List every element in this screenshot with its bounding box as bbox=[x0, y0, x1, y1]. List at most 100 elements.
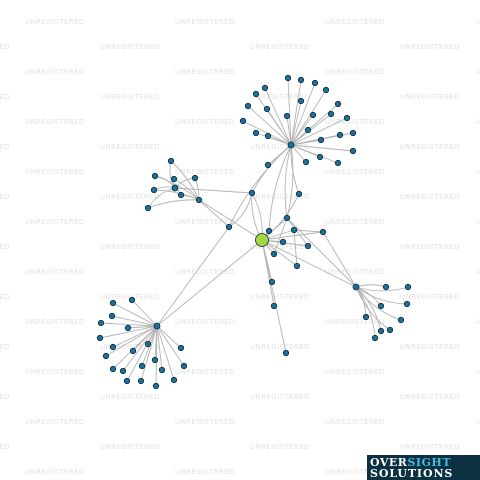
person-node[interactable] bbox=[334, 100, 342, 108]
watermark-text: UNREGISTERED bbox=[400, 293, 460, 301]
person-node[interactable] bbox=[377, 327, 385, 335]
entity-node[interactable] bbox=[304, 242, 312, 250]
person-node[interactable] bbox=[170, 376, 178, 384]
person-node[interactable] bbox=[252, 129, 260, 137]
person-node[interactable] bbox=[152, 382, 160, 390]
relationship-edge bbox=[156, 226, 230, 327]
watermark-text: UNREGISTERED bbox=[175, 168, 235, 176]
person-node[interactable] bbox=[151, 172, 159, 180]
watermark-text: UNREGISTERED bbox=[250, 193, 310, 201]
entity-node[interactable] bbox=[265, 227, 273, 235]
hub-node[interactable] bbox=[153, 322, 161, 330]
hub-node[interactable] bbox=[352, 283, 360, 291]
person-node[interactable] bbox=[284, 74, 292, 82]
person-node[interactable] bbox=[261, 84, 269, 92]
entity-node[interactable] bbox=[282, 349, 290, 357]
entity-node[interactable] bbox=[225, 223, 233, 231]
person-node[interactable] bbox=[327, 110, 335, 118]
entity-node[interactable] bbox=[283, 214, 291, 222]
entity-node[interactable] bbox=[293, 262, 301, 270]
person-node[interactable] bbox=[334, 159, 342, 167]
person-node[interactable] bbox=[349, 147, 357, 155]
person-node[interactable] bbox=[382, 283, 390, 291]
person-node[interactable] bbox=[177, 344, 185, 352]
person-node[interactable] bbox=[304, 126, 312, 134]
person-node[interactable] bbox=[377, 302, 385, 310]
person-node[interactable] bbox=[362, 313, 370, 321]
person-node[interactable] bbox=[302, 158, 310, 166]
person-node[interactable] bbox=[144, 204, 152, 212]
person-node[interactable] bbox=[109, 365, 117, 373]
person-node[interactable] bbox=[244, 102, 252, 110]
person-node[interactable] bbox=[397, 316, 405, 324]
focus-entity-node[interactable] bbox=[255, 233, 269, 247]
person-node[interactable] bbox=[404, 283, 412, 291]
person-node[interactable] bbox=[403, 300, 411, 308]
person-node[interactable] bbox=[317, 136, 325, 144]
entity-node[interactable] bbox=[279, 238, 287, 246]
person-node[interactable] bbox=[128, 296, 136, 304]
person-node[interactable] bbox=[138, 362, 146, 370]
entity-node[interactable] bbox=[268, 278, 276, 286]
person-node[interactable] bbox=[137, 377, 145, 385]
person-node[interactable] bbox=[371, 334, 379, 342]
entity-node[interactable] bbox=[319, 228, 327, 236]
person-node[interactable] bbox=[322, 86, 330, 94]
person-node[interactable] bbox=[263, 105, 271, 113]
relationship-edge bbox=[131, 299, 158, 327]
person-node[interactable] bbox=[150, 186, 158, 194]
person-node[interactable] bbox=[102, 352, 110, 360]
person-node[interactable] bbox=[124, 324, 132, 332]
person-node[interactable] bbox=[109, 343, 117, 351]
watermark-text: UNREGISTERED bbox=[250, 343, 310, 351]
watermark-text: UNREGISTERED bbox=[475, 318, 480, 326]
watermark-text: UNREGISTERED bbox=[25, 268, 85, 276]
relationship-edge bbox=[355, 286, 376, 339]
person-node[interactable] bbox=[316, 153, 324, 161]
entity-node[interactable] bbox=[264, 161, 272, 169]
person-node[interactable] bbox=[108, 312, 116, 320]
logo-word-over: OVER bbox=[370, 456, 408, 469]
relationship-edge bbox=[286, 144, 294, 219]
person-node[interactable] bbox=[109, 299, 117, 307]
person-node[interactable] bbox=[311, 79, 319, 87]
person-node[interactable] bbox=[167, 157, 175, 165]
watermark-text: UNREGISTERED bbox=[25, 18, 85, 26]
person-node[interactable] bbox=[96, 334, 104, 342]
person-node[interactable] bbox=[297, 97, 305, 105]
person-node[interactable] bbox=[97, 319, 105, 327]
person-node[interactable] bbox=[129, 347, 137, 355]
person-node[interactable] bbox=[158, 366, 166, 374]
entity-node[interactable] bbox=[195, 196, 203, 204]
entity-node[interactable] bbox=[295, 190, 303, 198]
person-node[interactable] bbox=[336, 131, 344, 139]
watermark-text: UNREGISTERED bbox=[25, 368, 85, 376]
entity-node[interactable] bbox=[270, 302, 278, 310]
person-node[interactable] bbox=[119, 367, 127, 375]
person-node[interactable] bbox=[252, 90, 260, 98]
person-node[interactable] bbox=[151, 356, 159, 364]
person-node[interactable] bbox=[177, 191, 185, 199]
person-node[interactable] bbox=[144, 340, 152, 348]
person-node[interactable] bbox=[386, 326, 394, 334]
watermark-text: UNREGISTERED bbox=[100, 93, 160, 101]
person-node[interactable] bbox=[239, 117, 247, 125]
hub-node[interactable] bbox=[171, 184, 179, 192]
person-node[interactable] bbox=[343, 114, 351, 122]
entity-node[interactable] bbox=[248, 189, 256, 197]
person-node[interactable] bbox=[123, 377, 131, 385]
entity-node[interactable] bbox=[290, 226, 298, 234]
person-node[interactable] bbox=[349, 129, 357, 137]
person-node[interactable] bbox=[264, 132, 272, 140]
relationship-edge bbox=[126, 325, 158, 382]
hub-node[interactable] bbox=[287, 141, 295, 149]
person-node[interactable] bbox=[170, 175, 178, 183]
entity-node[interactable] bbox=[270, 250, 278, 258]
relationship-edge bbox=[290, 82, 316, 146]
watermark-text: UNREGISTERED bbox=[325, 168, 385, 176]
person-node[interactable] bbox=[283, 112, 291, 120]
person-node[interactable] bbox=[180, 362, 188, 370]
person-node[interactable] bbox=[309, 111, 317, 119]
person-node[interactable] bbox=[297, 76, 305, 84]
person-node[interactable] bbox=[191, 174, 199, 182]
